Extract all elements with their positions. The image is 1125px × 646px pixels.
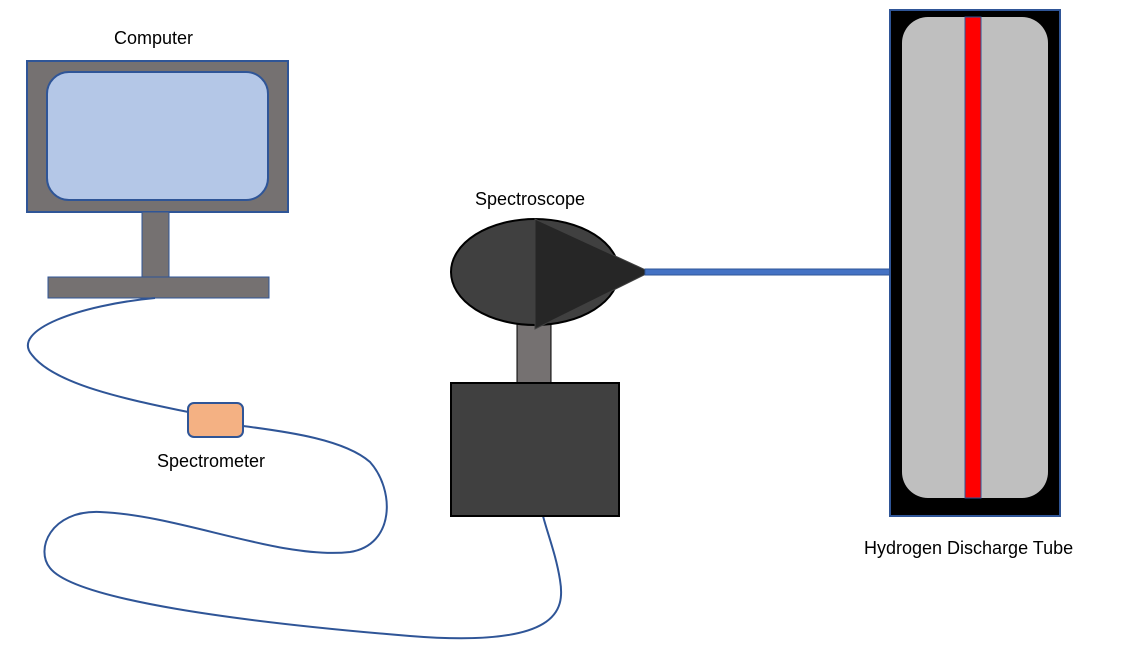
cable-spectrometer-to-spectroscope: [43, 425, 563, 640]
spectroscope: [450, 218, 652, 517]
cable-computer-to-spectrometer: [26, 297, 189, 413]
spectroscope-cone: [534, 218, 652, 330]
computer: [26, 60, 289, 299]
monitor-screen: [46, 71, 269, 201]
spectroscope-stand: [516, 321, 552, 385]
spectroscope-base: [450, 382, 620, 517]
monitor-base: [47, 276, 270, 299]
computer-label: Computer: [114, 28, 194, 48]
spectrometer-label: Spectrometer: [157, 451, 266, 471]
spectrometer-box: [187, 402, 244, 438]
discharge-tube: [889, 9, 1061, 517]
discharge-tube-label: Hydrogen Discharge Tube: [864, 538, 1074, 558]
spectroscope-label: Spectroscope: [475, 189, 586, 209]
monitor-neck: [141, 211, 170, 278]
tube-glow: [964, 16, 982, 499]
